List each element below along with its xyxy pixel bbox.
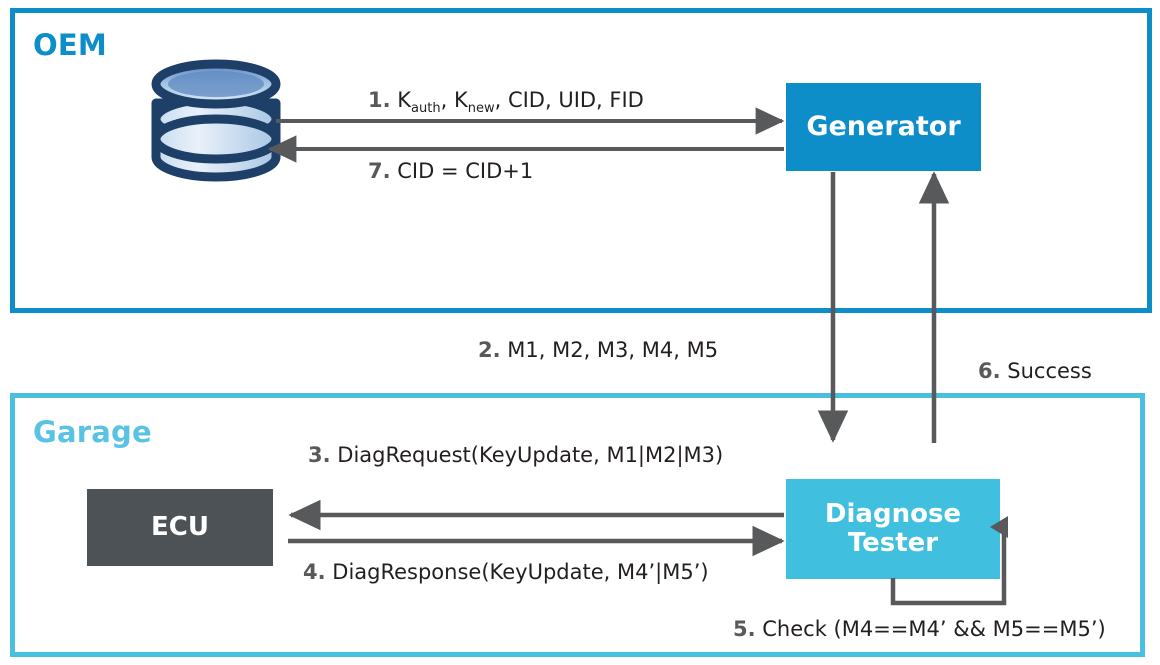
message-7-number: 7. [368,159,391,183]
message-1-text-pre: K [390,88,412,112]
database-cylinder-icon [146,57,286,185]
generator-label: Generator [806,110,961,142]
message-6-number: 6. [978,359,1001,383]
message-3-text: DiagRequest(KeyUpdate, M1|M2|M3) [330,443,724,467]
message-label-6: 6. Success [978,359,1092,383]
oem-boundary-box [10,8,1152,313]
ecu-label: ECU [151,511,209,542]
tester-label-line2: Tester [847,528,939,558]
message-1-text-mid: , K [440,88,468,112]
tester-label-line1: Diagnose [824,498,962,529]
message-4-number: 4. [303,560,326,584]
diagnose-tester-node[interactable]: Diagnose Tester [786,479,1000,579]
message-5-number: 5. [733,617,756,641]
garage-boundary-box [10,393,1145,657]
message-label-4: 4. DiagResponse(KeyUpdate, M4’|M5’) [303,560,709,584]
generator-node[interactable]: Generator [786,83,981,171]
message-7-text: CID = CID+1 [390,159,534,183]
message-1-text-post: , CID, UID, FID [494,88,644,112]
message-1-number: 1. [368,88,391,112]
message-1-sub-auth: auth [411,101,441,117]
message-label-1: 1. Kauth, Knew, CID, UID, FID [368,88,644,116]
message-label-5: 5. Check (M4==M4’ && M5==M5’) [733,617,1106,641]
ecu-node[interactable]: ECU [87,489,273,566]
message-3-number: 3. [308,443,331,467]
garage-title: Garage [33,415,152,449]
message-label-7: 7. CID = CID+1 [368,159,533,183]
message-2-number: 2. [478,338,501,362]
message-4-text: DiagResponse(KeyUpdate, M4’|M5’) [325,560,709,584]
tester-label: Diagnose Tester [824,498,962,558]
message-label-2: 2. M1, M2, M3, M4, M5 [478,338,718,362]
message-label-3: 3. DiagRequest(KeyUpdate, M1|M2|M3) [308,443,723,467]
message-2-text: M1, M2, M3, M4, M5 [500,338,719,362]
message-1-sub-new: new [467,101,495,117]
oem-title: OEM [33,28,107,62]
message-6-text: Success [1000,359,1092,383]
message-5-text: Check (M4==M4’ && M5==M5’) [755,617,1106,641]
